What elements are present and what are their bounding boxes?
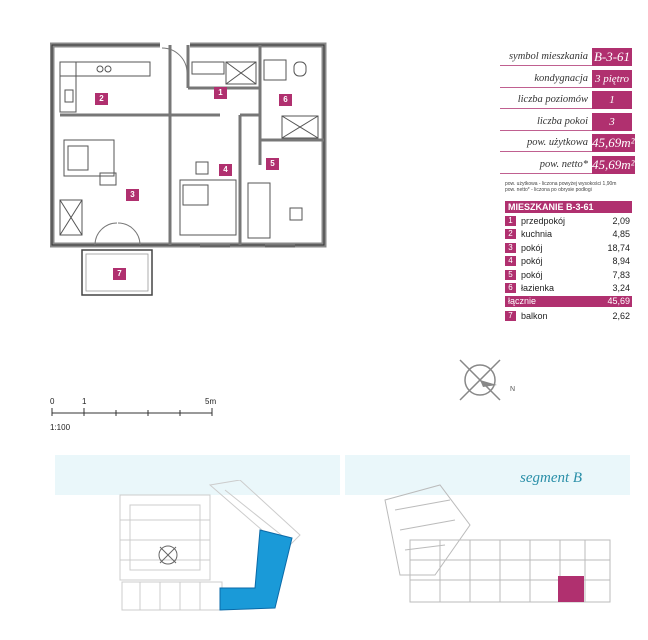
room-label-2: 2 [95, 93, 108, 105]
room-area: 4,85 [612, 229, 630, 239]
room-label-1: 1 [214, 87, 227, 99]
info-value: 45,69m² [592, 155, 635, 174]
scale-tick-1: 1 [82, 397, 87, 406]
note-net-area: pow. netto* - liczona po obrysie podłogi [505, 187, 592, 193]
segment-label: segment B [520, 470, 583, 486]
room-name: kuchnia [521, 229, 553, 239]
room-area: 2,09 [612, 215, 630, 226]
info-value: B-3-61 [592, 48, 632, 66]
room-num: 2 [505, 229, 516, 239]
info-value: 45,69m² [592, 134, 635, 152]
info-label: kondygnacja [500, 70, 592, 88]
building-keyplan [119, 480, 301, 611]
balcony-name: balkon [521, 310, 548, 321]
room-num: 3 [505, 242, 516, 253]
room-row: 6 łazienka 3,24 [505, 283, 632, 294]
room-area: 18,74 [607, 242, 630, 253]
info-value: 3 piętro [592, 69, 632, 88]
compass-icon [459, 359, 501, 401]
building-keyplan-panel [55, 455, 340, 495]
room-row: 2 kuchnia 4,85 [505, 229, 632, 240]
room-row: 4 pokój 8,94 [505, 256, 632, 267]
total-label: łącznie [508, 296, 537, 306]
note-usable-area: pow. użytkowa - liczona powyżej wysokośc… [505, 181, 617, 187]
scale-tick-5: 5m [205, 397, 217, 406]
room-row: 3 pokój 18,74 [505, 242, 632, 253]
room-row: 1 przedpokój 2,09 [505, 215, 632, 226]
segment-keyplan-panel [345, 455, 630, 495]
rooms-table-title: MIESZKANIE B-3-61 [505, 201, 632, 213]
scale-tick-0: 0 [50, 397, 55, 406]
balcony-num: 7 [505, 310, 516, 321]
room-area: 8,94 [612, 256, 630, 266]
room-num: 4 [505, 256, 516, 266]
room-name: łazienka [521, 283, 555, 293]
info-value: 3 [592, 112, 632, 131]
info-label: liczba pokoi [500, 113, 592, 131]
info-label: liczba poziomów [500, 91, 592, 109]
room-label-3: 3 [126, 189, 139, 201]
room-num: 6 [505, 283, 516, 293]
room-name: przedpokój [521, 215, 566, 226]
info-label: pow. użytkowa [500, 134, 592, 152]
room-label-6: 6 [279, 94, 292, 106]
room-label-5: 5 [266, 158, 279, 170]
scale-ratio: 1:100 [50, 423, 71, 432]
balcony-area: 2,62 [612, 310, 630, 321]
compass-north-label: N [510, 386, 516, 393]
room-label-4: 4 [219, 164, 232, 176]
room-num: 1 [505, 215, 516, 226]
info-row: pow. netto*45,69m² [500, 155, 635, 174]
rooms-total-row: łącznie 45,69 [505, 296, 632, 307]
room-row: 5 pokój 7,83 [505, 269, 632, 280]
room-num: 5 [505, 269, 516, 280]
room-name: pokój [521, 242, 543, 253]
room-label-7: 7 [113, 268, 126, 280]
info-label: pow. netto* [500, 156, 592, 174]
balcony-row: 7 balkon 2,62 [505, 310, 632, 321]
total-area: 45,69 [607, 296, 630, 306]
room-area: 3,24 [612, 283, 630, 293]
floor-plan [50, 42, 327, 296]
info-value: 1 [592, 91, 632, 109]
room-name: pokój [521, 269, 543, 280]
room-area: 7,83 [612, 269, 630, 280]
segment-keyplan [384, 484, 611, 603]
info-label: symbol mieszkania [500, 48, 592, 66]
scale-bar [51, 408, 213, 416]
room-name: pokój [521, 256, 543, 266]
